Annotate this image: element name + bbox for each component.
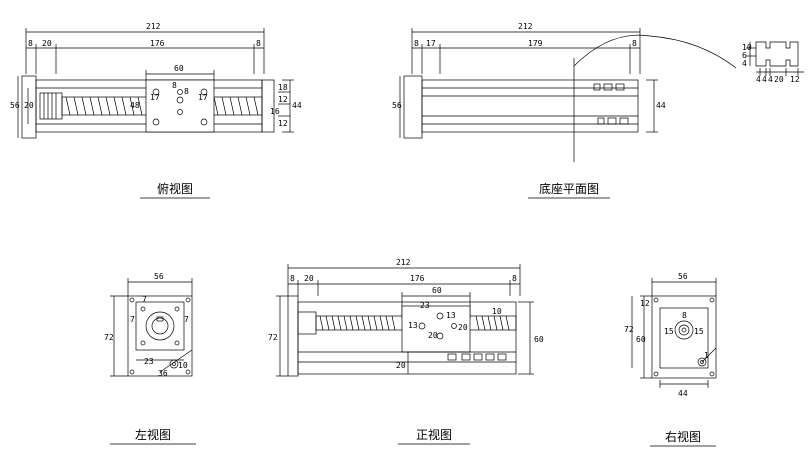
profile-dim-h1: 10 (742, 43, 752, 52)
left-dim-s4: 23 (144, 357, 154, 366)
profile-dim-w5: 12 (790, 75, 800, 84)
left-view-title: 左视图 (134, 428, 171, 442)
base-dim-body-height: 44 (656, 101, 666, 110)
profile-dim-w4: 20 (774, 75, 784, 84)
base-dim-side-height: 56 (392, 101, 402, 110)
profile-dim-h3: 4 (742, 59, 747, 68)
top-dim-rail-height: 20 (24, 101, 34, 110)
front-dim-right-end: 8 (512, 274, 517, 283)
front-view (276, 264, 534, 377)
front-dim-travel: 176 (410, 274, 425, 283)
front-dim-off6: 10 (492, 307, 502, 316)
right-dim-c1: 8 (682, 311, 687, 320)
right-dim-h1: 12 (640, 299, 650, 308)
right-view (631, 278, 717, 388)
base-view (399, 28, 737, 162)
profile-dim-w1: 4 (756, 75, 761, 84)
front-dim-off2: 13 (408, 321, 418, 330)
top-dim-r3: 16 (270, 107, 280, 116)
top-view-title: 俯视图 (156, 182, 193, 196)
front-view-title: 正视图 (415, 428, 452, 442)
top-dim-right-end: 8 (256, 39, 261, 48)
front-dim-carriage-height: 60 (534, 335, 544, 344)
front-dim-off5: 13 (446, 311, 456, 320)
front-dim-gap: 20 (304, 274, 314, 283)
profile-dim-h2: 6 (742, 51, 747, 60)
top-dim-r4: 12 (278, 119, 288, 128)
right-dim-c4: 1 (704, 351, 709, 360)
top-dim-body-height: 44 (292, 101, 302, 110)
front-dim-overall: 212 (396, 258, 411, 267)
right-dim-h2: 60 (636, 335, 646, 344)
left-dim-height: 72 (104, 333, 114, 342)
right-dim-width: 56 (678, 272, 688, 281)
profile-dim-w2: 4 (762, 75, 767, 84)
front-dim-off4: 20 (458, 323, 468, 332)
top-view (17, 28, 294, 139)
top-dim-gap: 20 (42, 39, 52, 48)
top-dim-carriage-height: 48 (130, 101, 140, 110)
right-dim-h3: 72 (624, 325, 634, 334)
top-dim-travel: 176 (150, 39, 165, 48)
left-dim-s1: 7 (142, 295, 147, 304)
top-dim-left-end: 8 (28, 39, 33, 48)
left-view (110, 278, 193, 377)
profile-dim-w3: 4 (768, 75, 773, 84)
front-dim-off1: 23 (420, 301, 430, 310)
front-dim-off3: 20 (428, 331, 438, 340)
top-dim-hole-d: 8 (184, 87, 189, 96)
top-dim-side-height: 56 (10, 101, 20, 110)
front-dim-height: 72 (268, 333, 278, 342)
top-dim-hole-a: 17 (150, 93, 160, 102)
left-dim-width: 56 (154, 272, 164, 281)
left-dim-s2: 7 (130, 315, 135, 324)
front-dim-carriage-width: 60 (432, 286, 442, 295)
base-dim-gap: 17 (426, 39, 436, 48)
base-dim-span: 179 (528, 39, 543, 48)
top-dim-carriage-width: 60 (174, 64, 184, 73)
left-dim-s6: 36 (158, 369, 168, 378)
top-dim-hole-b: 17 (198, 93, 208, 102)
front-dim-base-height: 20 (396, 361, 406, 370)
left-dim-s3: 7 (184, 315, 189, 324)
right-dim-c3: 15 (694, 327, 704, 336)
left-dim-s5: 10 (178, 361, 188, 370)
right-view-title: 右视图 (664, 430, 701, 444)
top-dim-hole-c: 8 (172, 81, 177, 90)
top-dim-r2: 12 (278, 95, 288, 104)
front-dim-left-end: 8 (290, 274, 295, 283)
right-dim-bottom-width: 44 (678, 389, 688, 398)
top-dim-overall: 212 (146, 22, 161, 31)
base-dim-right-end: 8 (632, 39, 637, 48)
profile-detail (746, 41, 804, 76)
base-view-title: 底座平面图 (538, 182, 599, 196)
right-dim-c2: 15 (664, 327, 674, 336)
top-dim-r1: 18 (278, 83, 288, 92)
base-dim-left-end: 8 (414, 39, 419, 48)
base-dim-overall: 212 (518, 22, 533, 31)
